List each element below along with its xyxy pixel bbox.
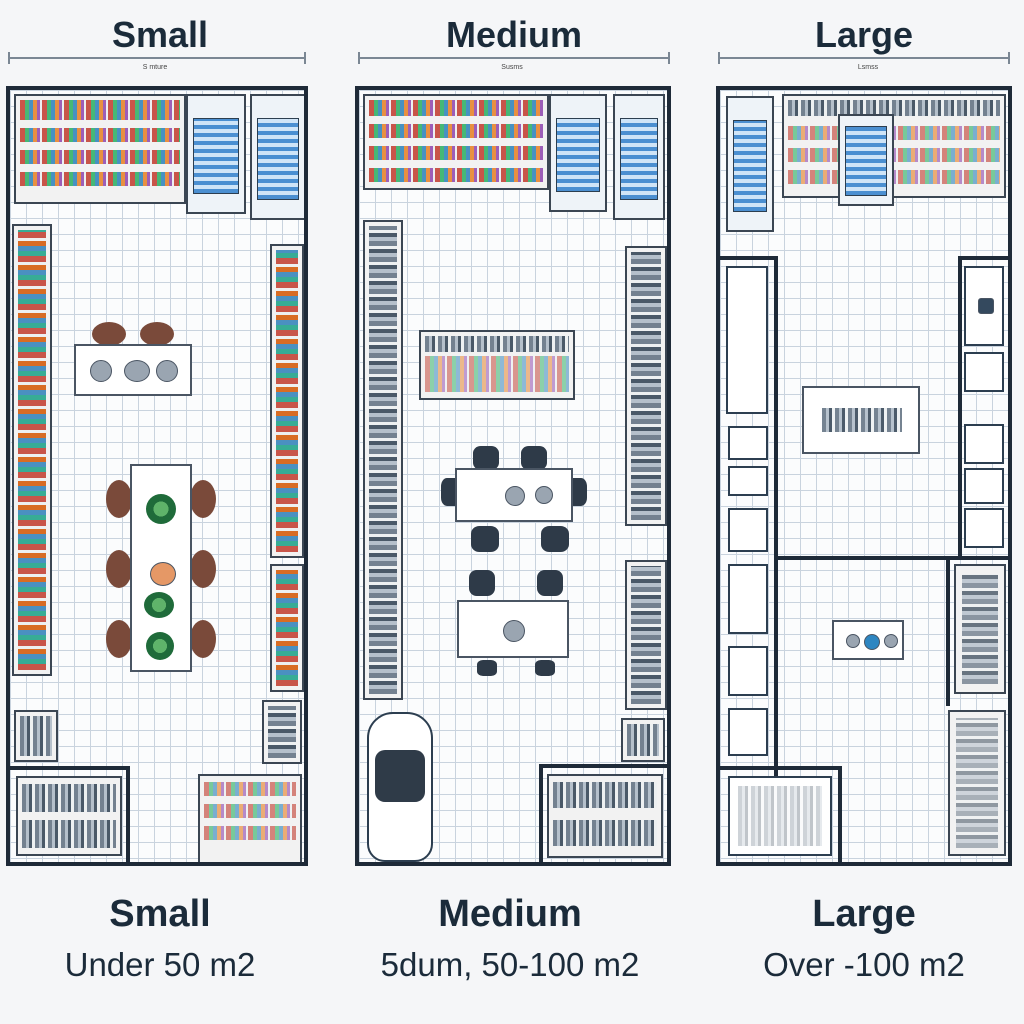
large-left-bay xyxy=(728,466,768,496)
small-chair xyxy=(106,550,132,588)
medium-chair xyxy=(471,526,499,552)
small-chair xyxy=(106,620,132,658)
medium-fridge-1 xyxy=(549,94,607,212)
medium-chair xyxy=(541,526,569,552)
medium-chair xyxy=(477,660,497,676)
small-top-shelving xyxy=(14,94,186,204)
medium-chair xyxy=(535,660,555,676)
large-right-bay xyxy=(964,424,1004,464)
small-chair xyxy=(190,550,216,588)
large-right-storage-rack xyxy=(948,710,1006,856)
large-right-bay xyxy=(964,352,1004,392)
small-dimension-label: S mture xyxy=(142,64,168,71)
small-size-label: Under 50 m2 xyxy=(64,946,256,983)
large-top-shelving xyxy=(782,94,1006,198)
small-fridge-1 xyxy=(186,94,246,214)
medium-floor-plan xyxy=(355,86,671,866)
small-long-table xyxy=(130,464,192,672)
small-bottom-left-cabinet xyxy=(14,710,58,762)
small-top-title: Small xyxy=(111,14,209,55)
large-top-title: Large xyxy=(814,14,914,55)
large-center-counter xyxy=(802,386,920,454)
medium-chair xyxy=(473,446,499,470)
large-floor-plan xyxy=(716,86,1012,866)
large-title: Large xyxy=(812,893,916,935)
small-display-table xyxy=(74,344,192,396)
medium-title: Medium xyxy=(438,893,582,935)
medium-chair xyxy=(537,570,563,596)
medium-table-2 xyxy=(457,600,569,658)
medium-car xyxy=(367,712,433,862)
medium-dimension-line xyxy=(358,52,670,64)
medium-table-1 xyxy=(455,468,573,522)
large-fridge-left xyxy=(726,96,774,232)
medium-storage-room xyxy=(547,774,663,858)
large-left-bay xyxy=(728,646,768,696)
small-storage-room xyxy=(16,776,122,856)
large-left-room xyxy=(726,266,768,414)
small-chair xyxy=(190,480,216,518)
small-right-wall-shelf xyxy=(270,244,304,558)
small-chair xyxy=(106,480,132,518)
small-title: Small xyxy=(109,893,211,935)
medium-size-label: 5dum, 50-100 m2 xyxy=(380,946,640,983)
medium-left-wall-shelf xyxy=(363,220,403,700)
medium-top-shelving xyxy=(363,94,549,190)
small-dimension-line xyxy=(8,52,306,64)
medium-bottom-right-rack xyxy=(621,718,665,762)
large-left-bay xyxy=(728,564,768,634)
small-fridge-2 xyxy=(250,94,304,220)
large-left-bay xyxy=(728,708,768,756)
small-right-lower-shelf xyxy=(270,564,304,692)
large-right-bay xyxy=(964,266,1004,346)
medium-right-lower-shelf xyxy=(625,560,667,710)
small-bottom-right-rack xyxy=(262,700,302,764)
large-storage-room xyxy=(728,776,832,856)
medium-chair xyxy=(521,446,547,470)
medium-center-display-case xyxy=(419,330,575,400)
large-dimension-line xyxy=(718,52,1010,64)
medium-dimension-label: Susms xyxy=(501,64,523,71)
small-floor-plan xyxy=(6,86,308,866)
large-left-bay xyxy=(728,508,768,552)
large-left-bay xyxy=(728,426,768,460)
small-left-wall-shelf xyxy=(12,224,52,676)
large-right-rack xyxy=(954,564,1006,694)
small-chair xyxy=(140,322,174,346)
medium-chair xyxy=(469,570,495,596)
small-bottom-display-rack xyxy=(198,774,302,862)
medium-fridge-2 xyxy=(613,94,665,220)
large-small-table xyxy=(832,620,904,660)
large-size-label: Over -100 m2 xyxy=(763,946,965,983)
large-fridge-center xyxy=(838,114,894,206)
small-chair xyxy=(190,620,216,658)
large-dimension-label: Lsmss xyxy=(857,64,879,71)
large-right-bay xyxy=(964,468,1004,504)
small-chair xyxy=(92,322,126,346)
large-right-bay xyxy=(964,508,1004,548)
medium-right-wall-shelf xyxy=(625,246,667,526)
medium-top-title: Medium xyxy=(445,14,582,55)
